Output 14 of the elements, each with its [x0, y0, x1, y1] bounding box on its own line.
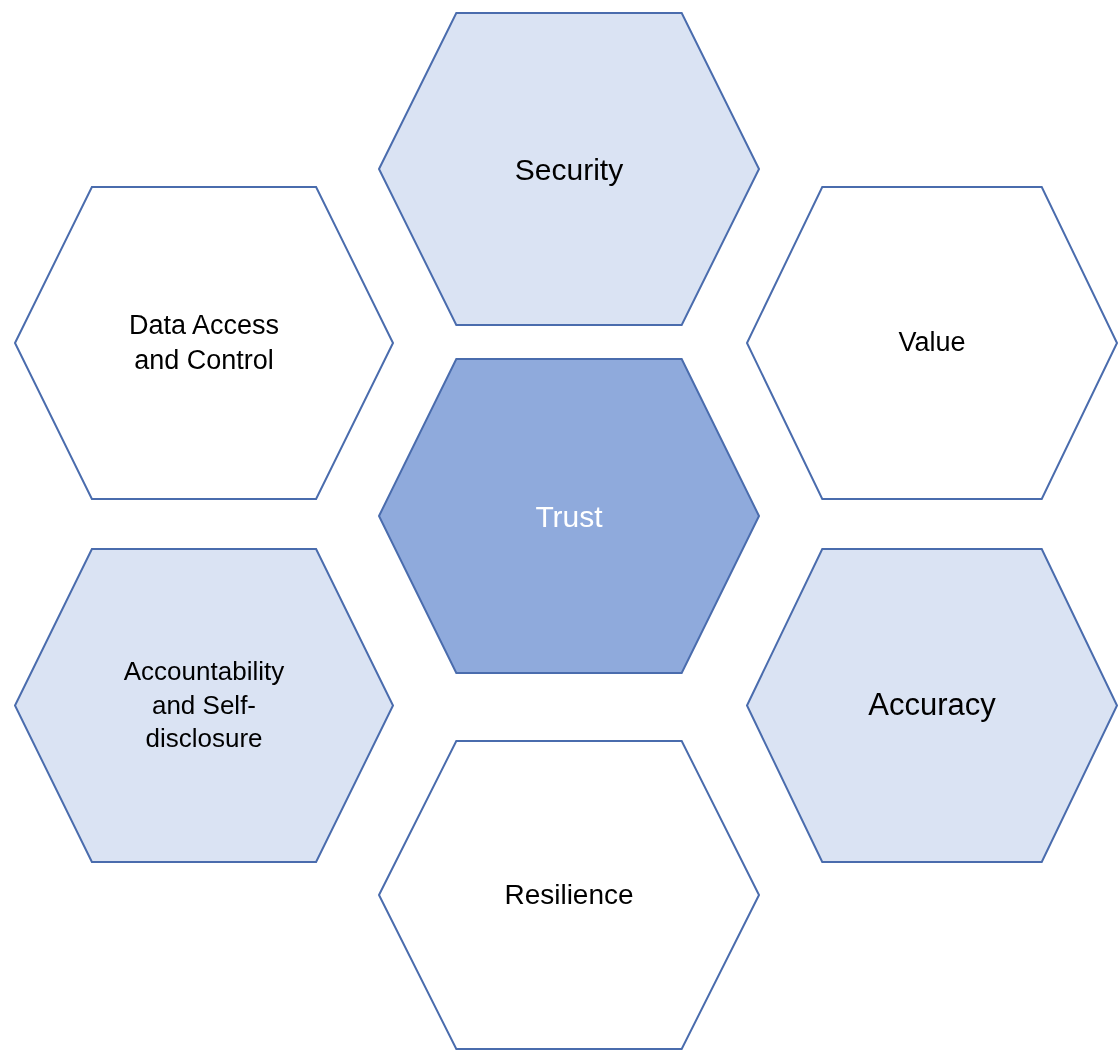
hexagon	[14, 186, 394, 500]
hexagon	[378, 12, 760, 326]
hexagon-label: Data Access and Control	[127, 308, 281, 377]
hexagon	[746, 548, 1118, 863]
hexagon	[14, 548, 394, 863]
hexagon	[378, 358, 760, 674]
hexagon	[746, 186, 1118, 500]
hexagon-label: Accountability and Self-disclosure	[122, 654, 286, 756]
hexagon-label: Value	[898, 326, 966, 360]
hexagon-label: Security	[514, 151, 624, 188]
hexagon	[378, 740, 760, 1050]
hexagon-label: Trust	[535, 498, 603, 535]
hexagon-label: Resilience	[504, 877, 634, 912]
hexagon-label: Accuracy	[868, 686, 996, 725]
